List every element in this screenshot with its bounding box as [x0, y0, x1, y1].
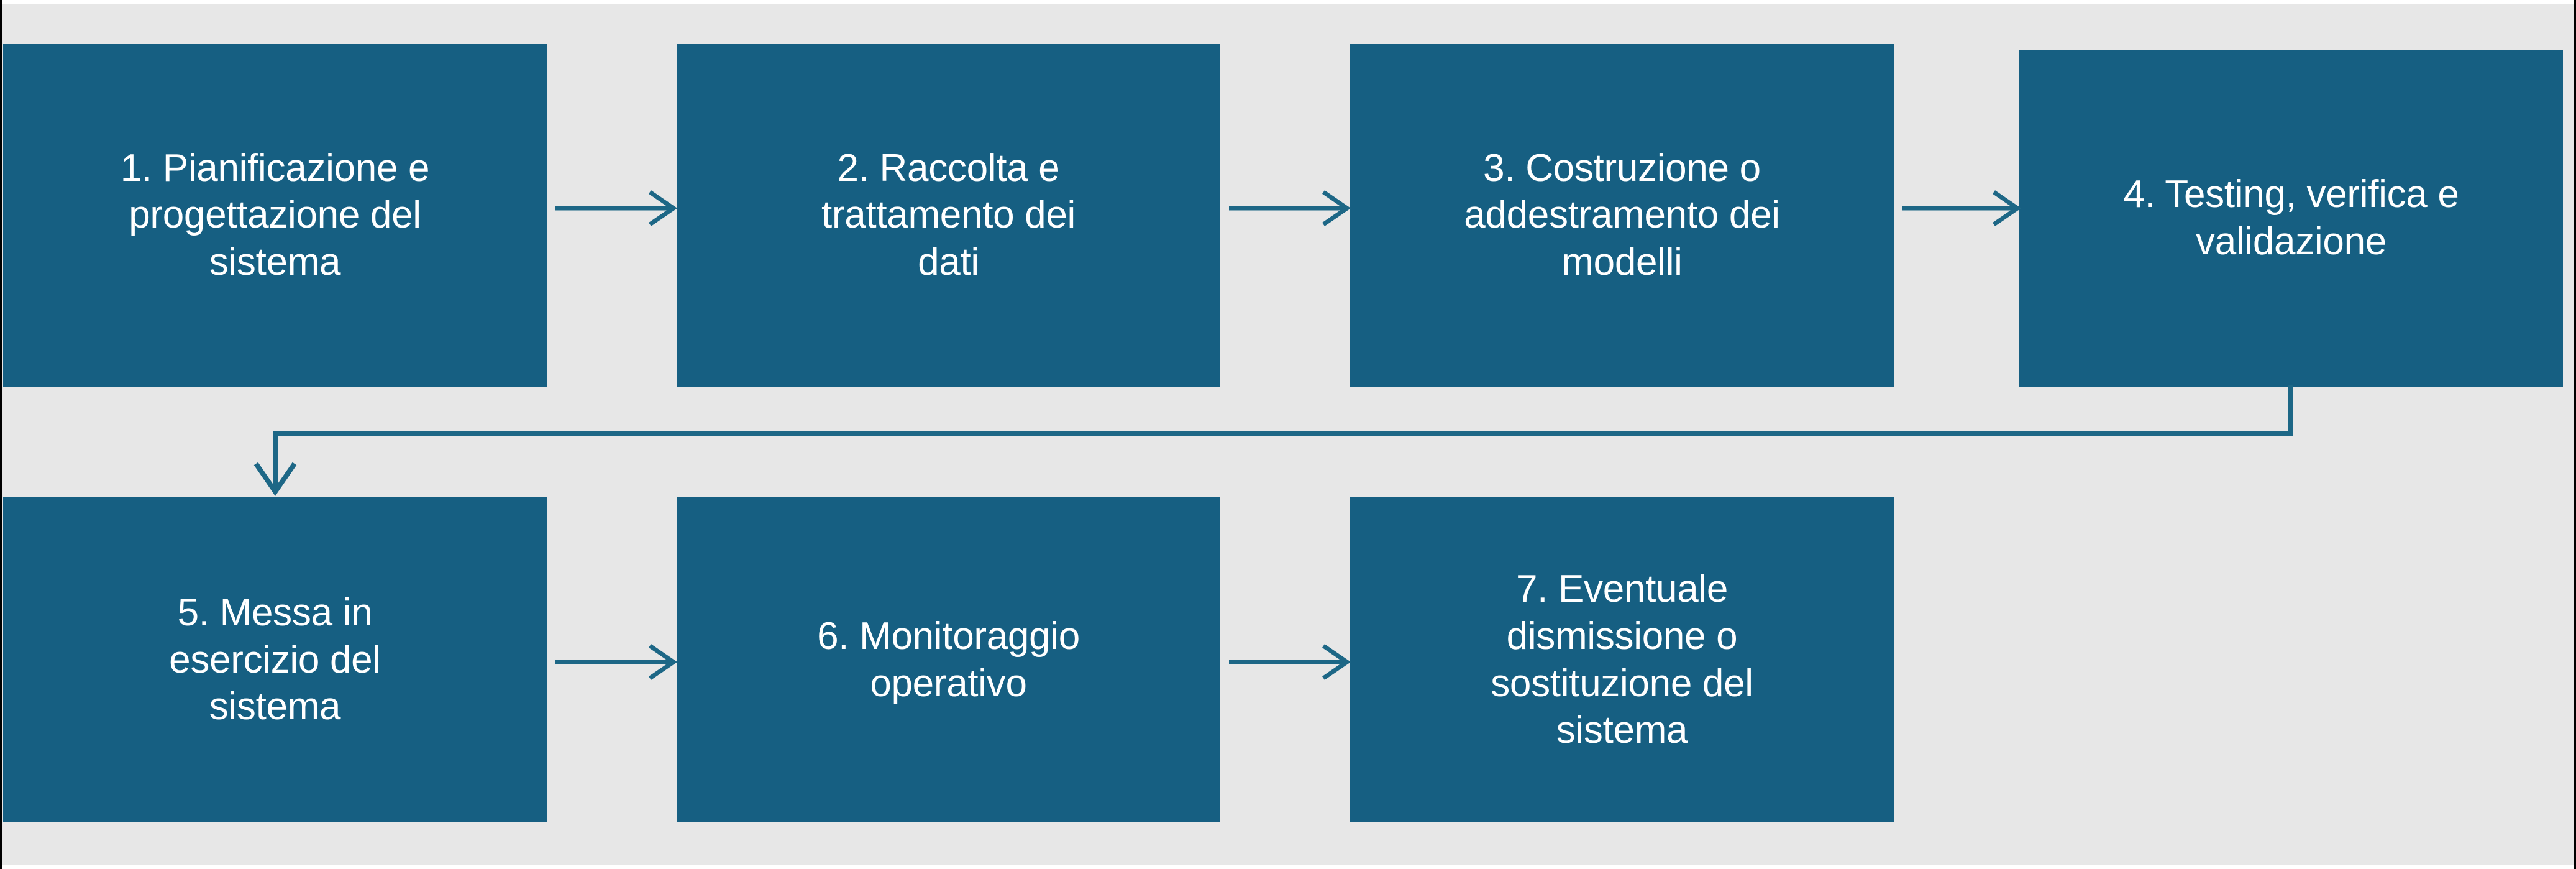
process-node-6[interactable]: 6. Monitoraggio operativo — [677, 497, 1220, 822]
arrow-node3-to-node4 — [1902, 190, 2022, 227]
process-node-3-label: 3. Costruzione o addestramento dei model… — [1464, 146, 1780, 283]
arrow-node1-to-node2 — [555, 190, 678, 227]
process-node-4[interactable]: 4. Testing, verifica e validazione — [2019, 50, 2563, 387]
process-node-1-label: 1. Pianificazione e progettazione del si… — [120, 146, 430, 283]
arrow-node2-to-node3 — [1229, 190, 1351, 227]
right-edge-rule — [2574, 0, 2576, 869]
arrow-node5-to-node6 — [555, 643, 678, 681]
process-node-1[interactable]: 1. Pianificazione e progettazione del si… — [3, 44, 547, 387]
process-node-5[interactable]: 5. Messa in esercizio del sistema — [3, 497, 547, 822]
process-node-7[interactable]: 7. Eventuale dismissione o sostituzione … — [1350, 497, 1894, 822]
process-node-2[interactable]: 2. Raccolta e trattamento dei dati — [677, 44, 1220, 387]
process-node-2-label: 2. Raccolta e trattamento dei dati — [821, 146, 1076, 283]
process-node-7-label: 7. Eventuale dismissione o sostituzione … — [1491, 568, 1753, 752]
process-node-3[interactable]: 3. Costruzione o addestramento dei model… — [1350, 44, 1894, 387]
arrow-node6-to-node7 — [1229, 643, 1351, 681]
process-node-6-label: 6. Monitoraggio operativo — [817, 614, 1080, 705]
process-node-5-label: 5. Messa in esercizio del sistema — [169, 591, 381, 729]
elbow-connector-node4-to-node5 — [253, 382, 2302, 497]
left-edge-rule — [0, 0, 2, 869]
process-node-4-label: 4. Testing, verifica e validazione — [2123, 173, 2459, 263]
